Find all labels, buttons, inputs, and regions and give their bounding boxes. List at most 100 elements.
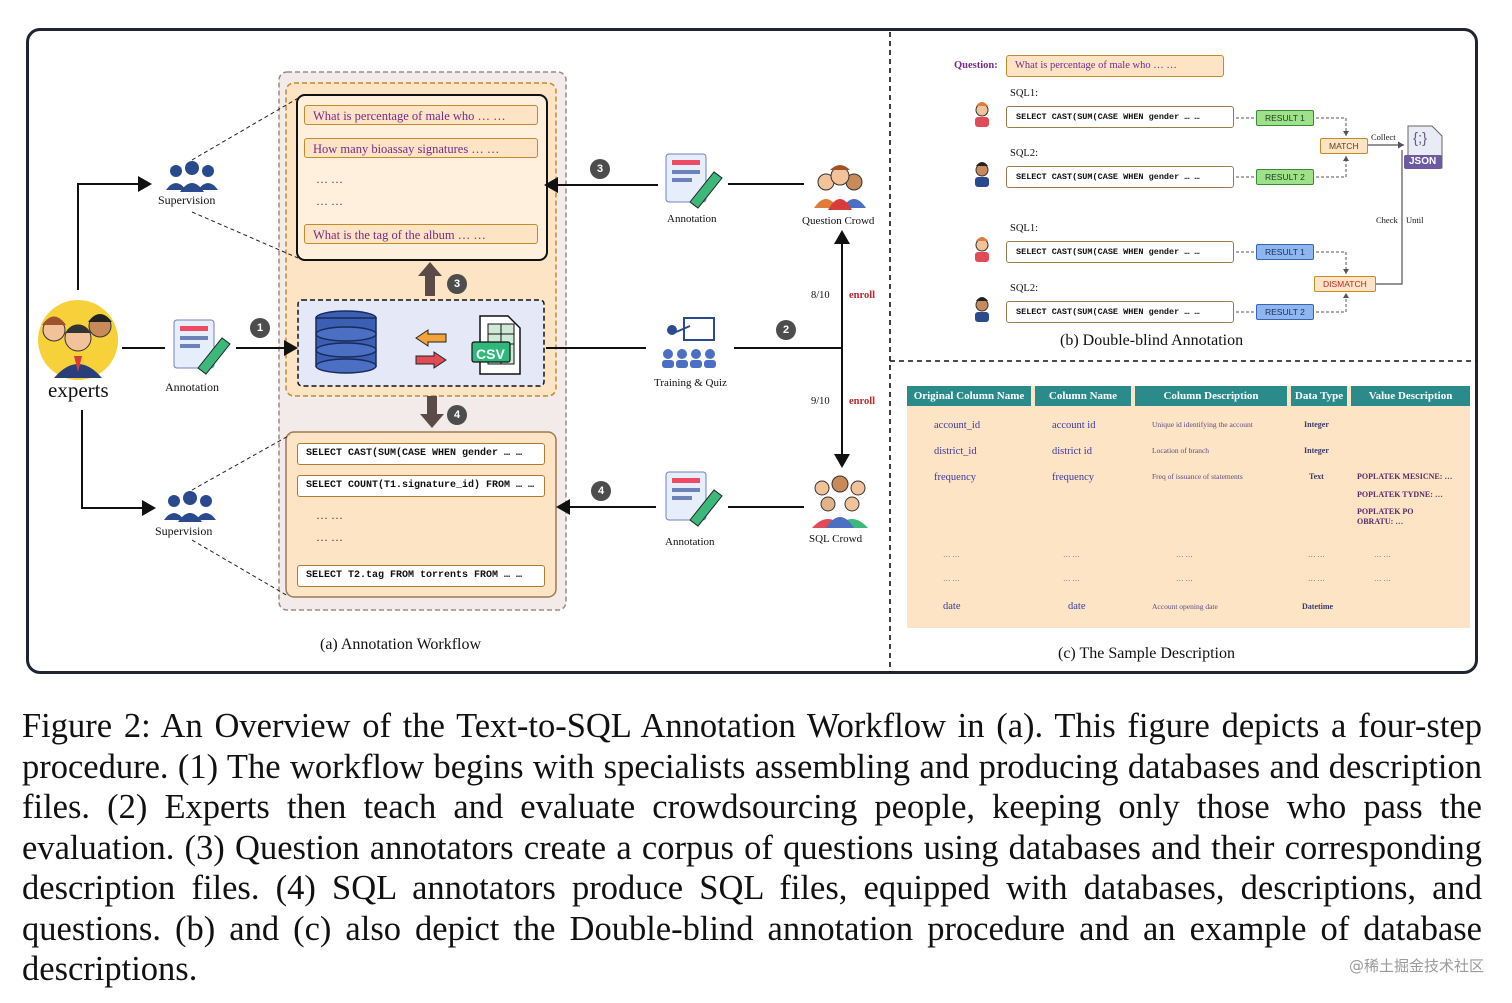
experts-icon — [38, 300, 118, 380]
training-icon — [662, 317, 716, 368]
sql2-label-a: SQL2: — [1010, 148, 1039, 159]
sql1-label-b: SQL1: — [1010, 223, 1039, 234]
sql-crowd-icon — [812, 475, 868, 528]
step-1-badge: 1 — [250, 318, 270, 338]
caption-c: (c) The Sample Description — [1058, 645, 1235, 662]
header-original-column-name: Original Column Name — [907, 386, 1031, 406]
annotation-bottom-icon — [665, 471, 723, 527]
json-file-icon — [1404, 125, 1443, 169]
ellipsis-r1-c3: … … — [1176, 550, 1193, 559]
question-crowd-icon — [814, 165, 866, 210]
supervision-bottom-label: Supervision — [155, 524, 213, 538]
annotation-top-label: Annotation — [667, 213, 717, 225]
sql2-box-b: SELECT CAST(SUM(CASE WHEN gender … … — [1006, 301, 1234, 323]
enroll-lower: enroll — [849, 396, 876, 407]
csv-label: CSV — [476, 346, 505, 362]
sql-ellipsis-2: … … — [316, 530, 343, 544]
annotation-top-icon — [665, 153, 723, 209]
result-2-blue: RESULT 2 — [1256, 304, 1314, 320]
enroll-upper: enroll — [849, 290, 876, 301]
sql-crowd-label: SQL Crowd — [809, 533, 863, 545]
ellipsis-r1-c4: … … — [1308, 550, 1325, 559]
row2-type: Integer — [1304, 446, 1329, 455]
row1-desc: Unique id identifying the account — [1152, 420, 1253, 429]
header-column-name: Column Name — [1035, 386, 1131, 406]
figure-graphics — [38, 32, 1476, 672]
collect-label: Collect — [1371, 132, 1396, 142]
row3-name: frequency — [1052, 472, 1094, 483]
last-row-type: Datetime — [1302, 602, 1334, 611]
question-ellipsis-2: … … — [316, 194, 343, 208]
question-label: Question: — [954, 60, 998, 71]
check-label: Check — [1376, 215, 1398, 225]
sql-ellipsis-1: … … — [316, 508, 343, 522]
down-arrow-icon — [420, 396, 444, 428]
sql2-box-a: SELECT CAST(SUM(CASE WHEN gender … … — [1006, 166, 1234, 188]
exchange-arrows-icon — [415, 329, 447, 369]
sql-item-1: SELECT CAST(SUM(CASE WHEN gender … … — [297, 443, 545, 465]
question-ellipsis-1: … … — [316, 172, 343, 186]
step-4-badge-down: 4 — [447, 405, 467, 425]
experts-label: experts — [48, 378, 109, 402]
annotator-3-icon — [975, 237, 989, 262]
question-item-1: What is percentage of male who … … — [304, 105, 538, 125]
caption-a: (a) Annotation Workflow — [320, 636, 482, 653]
question-item-2: How many bioassay signatures … … — [304, 138, 538, 158]
sql-item-3: SELECT T2.tag FROM torrents FROM … … — [297, 565, 545, 587]
row1-orig: account_id — [934, 420, 981, 431]
question-crowd-label: Question Crowd — [802, 215, 875, 227]
description-table-bg — [907, 386, 1470, 628]
result-1-blue: RESULT 1 — [1256, 244, 1314, 260]
annotation-left-icon — [173, 319, 231, 375]
watermark: @稀土掘金技术社区 — [1348, 957, 1484, 975]
csv-file-icon — [471, 315, 521, 375]
sql1-box-b: SELECT CAST(SUM(CASE WHEN gender … … — [1006, 241, 1234, 263]
sql2-label-b: SQL2: — [1010, 283, 1039, 294]
ellipsis-r2-c3: … … — [1176, 574, 1193, 583]
row3-value-2: POPLATEK TYDNE: … — [1357, 490, 1443, 499]
step-2-badge: 2 — [776, 320, 796, 340]
last-row-name: date — [1068, 601, 1086, 612]
sql-item-2: SELECT COUNT(T1.signature_id) FROM … … — [297, 475, 545, 497]
caption-b: (b) Double-blind Annotation — [1060, 332, 1244, 349]
question-box: What is percentage of male who … … — [1006, 55, 1224, 77]
sql1-box-a: SELECT CAST(SUM(CASE WHEN gender … … — [1006, 106, 1234, 128]
annotator-2-icon — [975, 162, 989, 187]
row3-value-4: OBRATU: … — [1357, 517, 1404, 526]
json-braces: {;} — [1413, 130, 1428, 147]
row2-desc: Location of branch — [1152, 446, 1210, 455]
figure-caption: Figure 2: An Overview of the Text-to-SQL… — [22, 707, 1482, 988]
ellipsis-r2-c5: … … — [1374, 574, 1391, 583]
ellipsis-r2-c1: … … — [943, 574, 960, 583]
question-item-3: What is the tag of the album … … — [304, 224, 538, 244]
supervision-bottom-icon — [164, 491, 216, 522]
step-3-badge-right: 3 — [590, 159, 610, 179]
annotation-left-label: Annotation — [165, 380, 219, 394]
row3-value-3: POPLATEK PO — [1357, 507, 1414, 516]
header-data-type: Data Type — [1291, 386, 1347, 406]
pass-rate-upper: 8/10 — [811, 290, 830, 301]
ellipsis-r2-c2: … … — [1063, 574, 1080, 583]
row3-value-1: POPLATEK MESICNE: … — [1357, 472, 1453, 481]
row3-orig: frequency — [934, 472, 976, 483]
database-icon — [315, 310, 377, 374]
ellipsis-r1-c5: … … — [1374, 550, 1391, 559]
last-row-orig: date — [943, 601, 961, 612]
ellipsis-r2-c4: … … — [1308, 574, 1325, 583]
ellipsis-r1-c1: … … — [943, 550, 960, 559]
supervision-top-icon — [166, 161, 218, 192]
row1-name: account id — [1052, 420, 1096, 431]
json-label: JSON — [1409, 156, 1437, 167]
result-1-green: RESULT 1 — [1256, 110, 1314, 126]
annotator-1-icon — [975, 102, 989, 127]
row2-orig: district_id — [934, 446, 977, 457]
ellipsis-r1-c2: … … — [1063, 550, 1080, 559]
row3-type: Text — [1309, 472, 1324, 481]
row1-type: Integer — [1304, 420, 1329, 429]
step-3-badge-up: 3 — [447, 274, 467, 294]
step-4-badge-right: 4 — [591, 481, 611, 501]
header-column-description: Column Description — [1135, 386, 1287, 406]
dismatch-badge: DISMATCH — [1314, 276, 1376, 292]
supervision-top-label: Supervision — [158, 193, 216, 207]
result-2-green: RESULT 2 — [1256, 169, 1314, 185]
